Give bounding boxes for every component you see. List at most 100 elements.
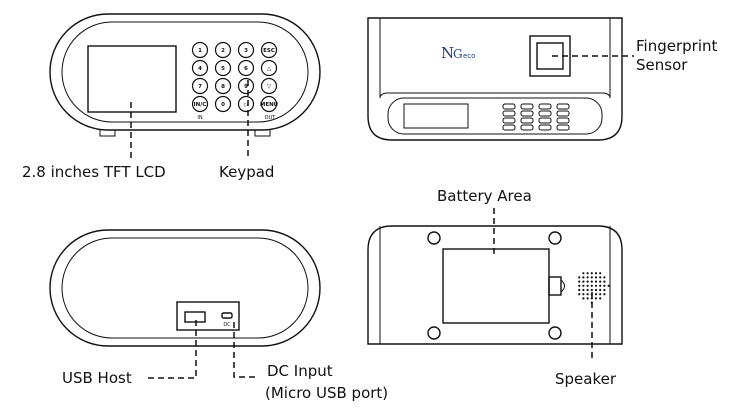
speaker-hole [590, 280, 593, 283]
speaker-hole [594, 276, 598, 279]
speaker-hole [590, 276, 593, 279]
keypad-key [214, 41, 232, 59]
keypad-key-label: IN/C [194, 102, 207, 108]
keypad-key-label: 6 [244, 66, 248, 72]
speaker-hole [578, 288, 581, 292]
battery-latch [548, 276, 562, 296]
speaker-hole [582, 280, 585, 283]
front-view-device [49, 13, 321, 137]
fingerprint-label-line1: Fingerprint [636, 37, 717, 55]
brand-logo-g: G [453, 47, 463, 61]
keypad-label: Keypad [219, 163, 274, 181]
speaker-hole [603, 276, 606, 279]
speaker-hole [582, 284, 585, 287]
battery-latch-tab [560, 279, 565, 293]
dc-input-leader-line [233, 322, 258, 378]
speaker-hole [603, 288, 606, 292]
speaker-hole [582, 293, 585, 296]
back-view-device [49, 229, 321, 347]
keypad-key [191, 41, 209, 59]
keypad-key-label: ▽ [267, 84, 272, 90]
speaker-hole [607, 284, 610, 287]
top-view-device [367, 17, 623, 141]
speaker-hole [586, 288, 589, 292]
speaker-label: Speaker [555, 370, 617, 388]
fingerprint-sensor-window [536, 42, 564, 70]
keypad-key-label: 0 [221, 102, 225, 108]
speaker-hole [594, 272, 598, 275]
speaker-hole [582, 276, 585, 279]
usb-host-leader-line [147, 320, 197, 379]
bottom-view-device [367, 225, 623, 345]
speaker-hole [590, 288, 593, 292]
keypad-key [260, 77, 278, 95]
keypad-key [214, 95, 232, 113]
in-mark: IN [197, 115, 202, 121]
out-mark: OUT [265, 115, 277, 121]
speaker-hole [594, 280, 598, 283]
keypad-key-label: 3 [244, 48, 248, 54]
speaker-hole [603, 284, 606, 287]
speaker-hole [599, 293, 602, 296]
keypad-key [237, 41, 255, 59]
keypad-key-label: 5 [221, 66, 225, 72]
keypad-key [191, 59, 209, 77]
speaker-hole [599, 276, 602, 279]
port-panel [176, 301, 240, 331]
speaker-hole [578, 276, 581, 279]
keypad-key [191, 77, 209, 95]
speaker-hole [582, 297, 585, 300]
keypad-key-label: ▷ [244, 102, 249, 108]
speaker-hole [599, 297, 602, 300]
keypad-key-label: 8 [221, 84, 225, 90]
usb-host-label: USB Host [62, 369, 132, 387]
keypad: 1 2 3 ESC 4 5 6 △ 7 8 9 ▽ IN/C 0 ▷ MENU [191, 41, 278, 113]
speaker-hole [586, 272, 589, 275]
keypad-key-label: MENU [260, 102, 278, 108]
lcd-label: 2.8 inches TFT LCD [22, 163, 166, 181]
speaker-hole [594, 288, 598, 292]
speaker-hole [578, 293, 581, 296]
speaker-hole [599, 284, 602, 287]
speaker-hole [603, 280, 606, 283]
keypad-key [260, 59, 278, 77]
speaker-hole [599, 288, 602, 292]
speaker-hole [603, 293, 606, 296]
keypad-key-label: 2 [221, 48, 225, 54]
keypad-key-label: ESC [263, 48, 275, 54]
brand-logo-n: N [441, 44, 454, 62]
keypad-key [191, 95, 209, 113]
top-keypad-grid [502, 103, 570, 131]
tft-lcd-screen [87, 45, 177, 113]
speaker-hole [582, 272, 585, 275]
dc-input-label-line1: DC Input [267, 362, 333, 380]
speaker-hole [594, 297, 598, 300]
speaker-hole [578, 280, 581, 283]
keypad-key [260, 41, 278, 59]
dc-input-label-line2: (Micro USB port) [265, 384, 388, 402]
speaker-grille [578, 272, 610, 304]
speaker-hole [586, 280, 589, 283]
speaker-hole [590, 272, 593, 275]
speaker-hole [586, 284, 589, 287]
speaker-hole [586, 293, 589, 296]
keypad-key [214, 59, 232, 77]
keypad-key [214, 77, 232, 95]
speaker-hole [578, 284, 581, 287]
brand-logo-eco: eco [463, 52, 475, 60]
micro-usb-port [221, 312, 233, 319]
speaker-hole [582, 288, 585, 292]
battery-compartment [442, 248, 550, 324]
fingerprint-label-line2: Sensor [636, 56, 688, 74]
speaker-hole [594, 293, 598, 296]
speaker-hole [599, 280, 602, 283]
fingerprint-sensor-outer [529, 35, 571, 77]
usb-host-port [184, 311, 206, 323]
speaker-hole [586, 276, 589, 279]
keypad-key [237, 95, 255, 113]
keypad-key-label: 4 [198, 66, 202, 72]
battery-area-label: Battery Area [437, 187, 532, 205]
speaker-hole [586, 297, 589, 300]
dc-port-mark: DC [223, 322, 231, 328]
speaker-hole [590, 284, 593, 287]
